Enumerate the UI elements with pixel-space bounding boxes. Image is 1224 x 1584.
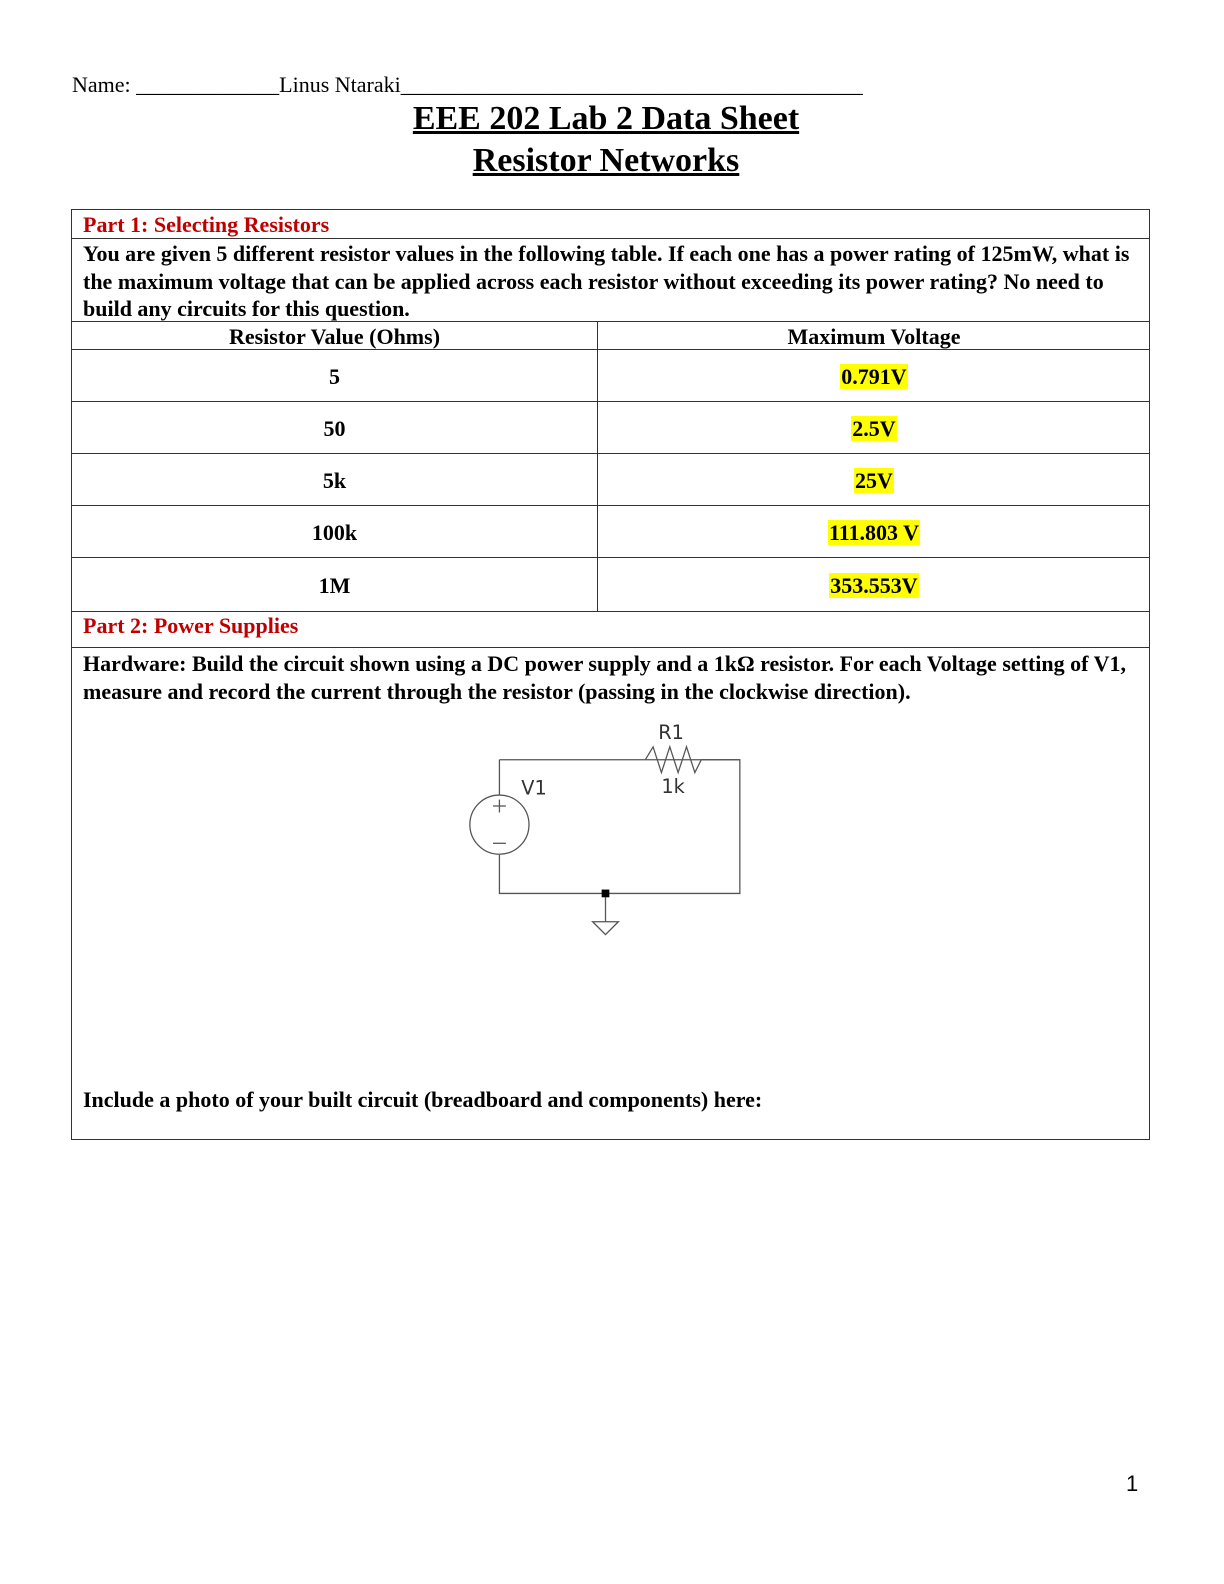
- resistor-value-cell: 5: [329, 364, 340, 389]
- column-divider: [597, 322, 598, 612]
- max-voltage-cell: 25V: [598, 455, 1150, 506]
- resistor-value-cell: 5k: [322, 468, 347, 493]
- divider: [72, 505, 1149, 506]
- max-voltage-cell: 0.791V: [598, 351, 1150, 402]
- column-header-resistor: Resistor Value (Ohms): [228, 324, 441, 349]
- ground-node: [601, 889, 610, 898]
- part2-instructions: Hardware: Build the circuit shown using …: [83, 651, 1126, 704]
- highlighted-answer: 25V: [854, 468, 894, 493]
- highlighted-answer: 353.553V: [829, 573, 919, 598]
- divider: [72, 611, 1149, 612]
- data-sheet-table: Part 1: Selecting Resistors You are give…: [71, 209, 1150, 1140]
- resistor-value-cell: 1M: [318, 573, 351, 598]
- resistor-value-cell: 50: [323, 416, 346, 441]
- resistor-value-label: 1k: [661, 775, 685, 798]
- highlighted-answer: 0.791V: [840, 364, 908, 389]
- page-number: 1: [1126, 1471, 1139, 1496]
- part1-instructions: You are given 5 different resistor value…: [83, 241, 1130, 321]
- resistor-symbol: [644, 744, 740, 775]
- photo-prompt: Include a photo of your built circuit (b…: [83, 1087, 763, 1112]
- resistor-label: R1: [658, 721, 684, 744]
- page-subtitle: Resistor Networks: [472, 142, 740, 179]
- divider: [72, 557, 1149, 558]
- ground-symbol: [591, 921, 620, 936]
- max-voltage-cell: 353.553V: [598, 560, 1150, 611]
- highlighted-answer: 111.803 V: [827, 520, 921, 545]
- divider: [72, 349, 1149, 350]
- column-header-voltage: Maximum Voltage: [787, 324, 961, 349]
- part1-heading: Part 1: Selecting Resistors: [83, 212, 330, 237]
- max-voltage-cell: 2.5V: [598, 403, 1150, 454]
- name-line: Name: _____________Linus Ntaraki________…: [72, 72, 863, 97]
- resistor-value-cell: 100k: [311, 520, 358, 545]
- divider: [72, 647, 1149, 648]
- circuit-schematic: R1 1k V1: [469, 721, 741, 936]
- divider: [72, 401, 1149, 402]
- max-voltage-cell: 111.803 V: [598, 507, 1150, 558]
- divider: [72, 238, 1149, 239]
- voltage-source-symbol: [469, 794, 530, 855]
- part2-heading: Part 2: Power Supplies: [83, 613, 299, 638]
- divider: [72, 453, 1149, 454]
- page-title: EEE 202 Lab 2 Data Sheet: [412, 100, 800, 137]
- highlighted-answer: 2.5V: [851, 416, 897, 441]
- divider: [72, 321, 1149, 322]
- source-label: V1: [521, 776, 546, 799]
